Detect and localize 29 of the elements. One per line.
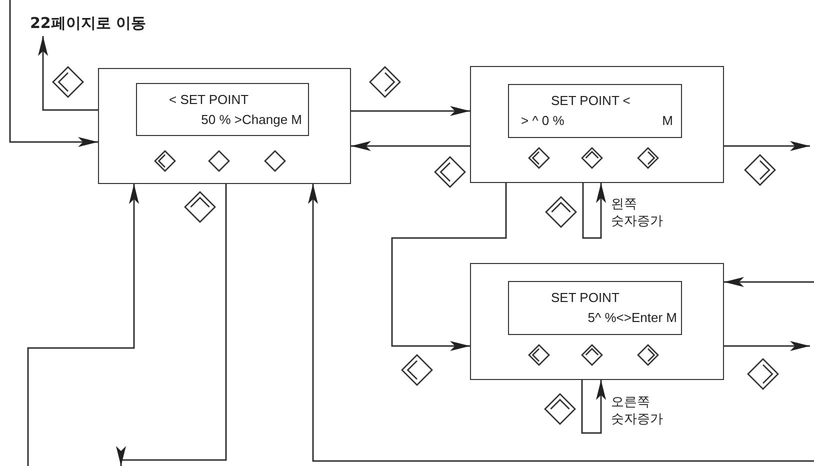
display-text: SET POINT [551, 290, 620, 305]
flow-arrow [116, 184, 227, 466]
flow-arrow [724, 141, 810, 151]
flow-arrow [38, 36, 98, 111]
flow-arrow [581, 380, 606, 434]
control-panel [470, 66, 724, 183]
display-screen [508, 84, 682, 138]
edge-label: 오른쪽 숫자증가 [611, 394, 663, 428]
display-text: 50 % >Change M [201, 112, 302, 127]
flow-arrow [27, 184, 139, 466]
display-text: < SET POINT [169, 92, 249, 107]
control-panel [470, 263, 724, 380]
flow-arrow [9, 0, 98, 147]
flow-arrow [351, 106, 470, 116]
display-text: SET POINT < [551, 93, 630, 108]
display-text: > ^ 0 % [521, 113, 564, 128]
display-screen [136, 83, 309, 136]
flow-arrow [724, 277, 814, 287]
flow-arrow [582, 183, 606, 239]
flow-arrow [308, 184, 814, 462]
flow-arrow [724, 341, 810, 351]
display-text: 5^ %<>Enter M [588, 310, 677, 325]
edge-label: 왼쪽 숫자증가 [611, 196, 663, 230]
flow-arrow [391, 183, 507, 351]
display-screen [508, 281, 682, 335]
flow-arrow [351, 141, 470, 151]
display-text: M [662, 113, 673, 128]
control-panel [98, 68, 351, 184]
page-link-text: 22페이지로 이동 [30, 12, 170, 36]
